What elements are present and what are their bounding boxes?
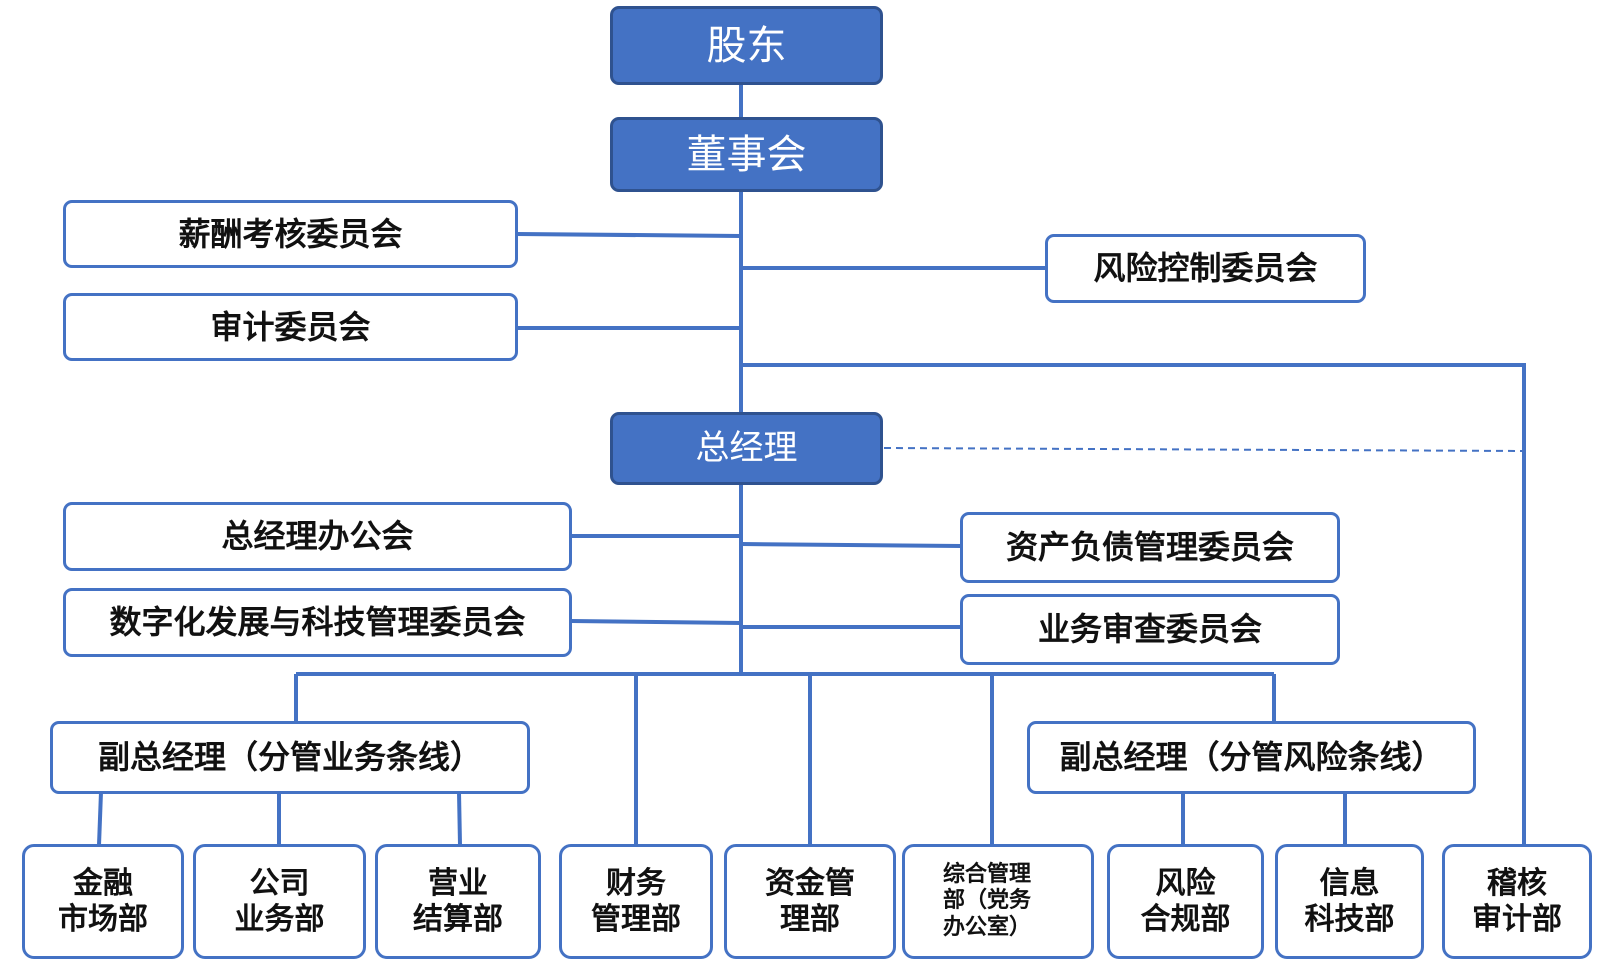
shareholders-box: 股东 (610, 6, 883, 85)
dept-audit: 稽核 审计部 (1442, 844, 1592, 959)
deputy-gm-risk-box: 副总经理（分管风险条线） (1027, 721, 1476, 794)
connector-gm-dashed (883, 447, 1523, 452)
dept-finance: 财务 管理部 (559, 844, 713, 959)
connector-compensation (516, 232, 742, 238)
deputy-gm-business-box: 副总经理（分管业务条线） (50, 721, 530, 794)
dept-audit-label: 稽核 审计部 (1472, 865, 1562, 937)
dept-financial-markets-label: 金融 市场部 (58, 865, 148, 937)
dept-info-tech: 信息 科技部 (1275, 844, 1424, 959)
gm-office-meeting-label: 总经理办公会 (221, 517, 414, 556)
dept-info-tech-label: 信息 科技部 (1304, 865, 1395, 937)
gm-office-meeting-box: 总经理办公会 (63, 502, 572, 571)
connector-financial-markets (97, 791, 103, 846)
dept-risk-compliance: 风险 合规部 (1107, 844, 1264, 959)
dept-general-management: 综合管理 部（党务 办公室） (902, 844, 1094, 959)
dept-corporate-business-label: 公司 业务部 (234, 865, 325, 937)
board-label: 董事会 (686, 131, 807, 178)
business-review-committee-label: 业务审查委员会 (1037, 610, 1262, 649)
connector-digital-tech (570, 619, 742, 625)
shareholders-label: 股东 (706, 22, 787, 69)
gm-box: 总经理 (610, 412, 883, 485)
gm-label: 总经理 (695, 428, 798, 469)
board-box: 董事会 (610, 117, 883, 192)
dept-fund-management-label: 资金管 理部 (765, 865, 855, 937)
deputy-gm-risk-label: 副总经理（分管风险条线） (1059, 738, 1444, 777)
asset-liability-committee-box: 资产负债管理委员会 (960, 512, 1340, 583)
dept-general-management-label: 综合管理 部（党务 办公室） (943, 861, 1032, 940)
dept-financial-markets: 金融 市场部 (22, 844, 184, 959)
asset-liability-committee-label: 资产负债管理委员会 (1005, 528, 1294, 567)
dept-corporate-business: 公司 业务部 (193, 844, 366, 959)
connector-asset-liability (740, 542, 962, 548)
deputy-gm-business-label: 副总经理（分管业务条线） (97, 738, 482, 777)
risk-control-committee-box: 风险控制委员会 (1045, 234, 1366, 303)
dept-business-settlement-label: 营业 结算部 (413, 865, 503, 937)
connector-business-settlement (457, 791, 462, 846)
dept-fund-management: 资金管 理部 (724, 844, 896, 959)
dept-risk-compliance-label: 风险 合规部 (1140, 865, 1231, 937)
digital-tech-committee-box: 数字化发展与科技管理委员会 (63, 588, 572, 657)
audit-committee-box: 审计委员会 (63, 293, 518, 361)
risk-control-committee-label: 风险控制委员会 (1093, 249, 1318, 288)
dept-finance-label: 财务 管理部 (591, 865, 681, 937)
dept-business-settlement: 营业 结算部 (375, 844, 541, 959)
compensation-committee-label: 薪酬考核委员会 (178, 214, 403, 253)
compensation-committee-box: 薪酬考核委员会 (63, 200, 518, 268)
digital-tech-committee-label: 数字化发展与科技管理委员会 (109, 603, 526, 642)
business-review-committee-box: 业务审查委员会 (960, 594, 1340, 665)
audit-committee-label: 审计委员会 (210, 307, 371, 346)
